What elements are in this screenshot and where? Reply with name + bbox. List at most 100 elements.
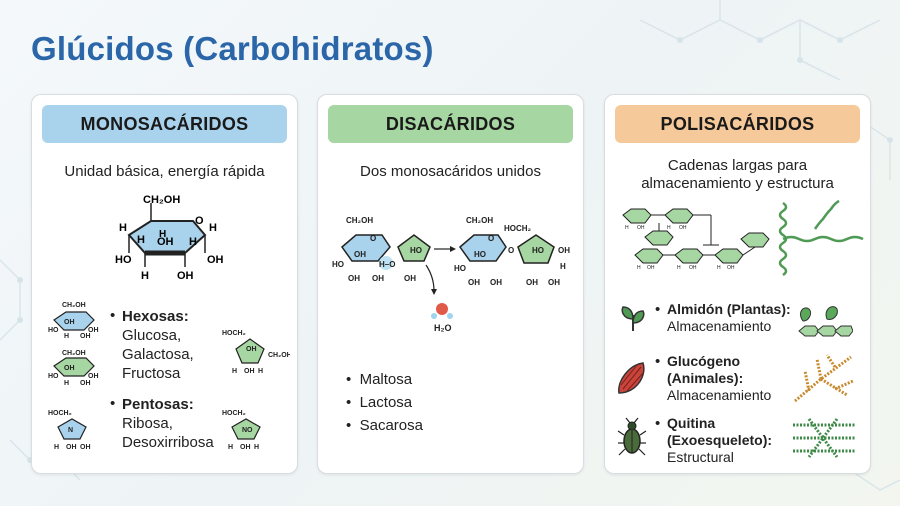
svg-text:CH₂OH: CH₂OH [346, 216, 373, 225]
svg-text:H: H [64, 380, 69, 387]
svg-text:CH₂OH: CH₂OH [62, 350, 86, 357]
svg-text:OH: OH [88, 327, 99, 334]
svg-text:OH: OH [637, 225, 645, 231]
svg-text:OH: OH [80, 380, 91, 387]
svg-text:H: H [119, 222, 127, 234]
svg-text:HOCH₂: HOCH₂ [222, 410, 246, 417]
glucogeno-item: Glucógeno (Animales): Almacenamiento [667, 353, 771, 404]
svg-text:OH: OH [354, 250, 366, 259]
svg-text:NO: NO [242, 427, 253, 434]
svg-text:H: H [228, 444, 233, 451]
list-item: • Lactosa [346, 394, 413, 411]
svg-text:H: H [209, 222, 217, 234]
monosacaridos-description: Unidad básica, energía rápida [64, 163, 265, 180]
list-item: • Sacarosa [346, 417, 423, 434]
svg-text:H: H [189, 236, 197, 248]
svg-text:OH: OH [88, 373, 99, 380]
svg-text:OH: OH [548, 278, 560, 287]
almidon-item: Almidón (Plantas): Almacenamiento [667, 301, 791, 335]
svg-text:O: O [508, 246, 514, 255]
polisacaridos-card: POLISACÁRIDOS Cadenas largas para almace… [604, 94, 871, 474]
svg-text:H: H [637, 265, 641, 271]
monosacaridos-card: MONOSACÁRIDOS Unidad básica, energía ráp… [31, 94, 298, 474]
svg-text:HO: HO [332, 260, 344, 269]
svg-text:HO: HO [532, 246, 544, 255]
svg-text:OH: OH [526, 278, 538, 287]
water-label: H₂O [434, 323, 452, 333]
chitin-fiber-icon [793, 418, 855, 458]
svg-text:OH: OH [66, 444, 77, 451]
polisacaridos-description: Cadenas largas para almacenamiento y est… [641, 157, 834, 192]
svg-text:HOCH₂: HOCH₂ [48, 410, 72, 417]
polisacaridos-header: POLISACÁRIDOS [615, 105, 860, 143]
quitina-title: Quitina [667, 415, 716, 431]
svg-text:H: H [717, 265, 721, 271]
list-item: Galactosa, [122, 346, 194, 363]
ring-oxygen-label: O [195, 215, 204, 227]
disacaridos-description: Dos monosacáridos unidos [360, 163, 541, 180]
glycogen-branch-icon [794, 354, 854, 403]
svg-text:OH: OH [64, 319, 75, 326]
svg-text:HO: HO [474, 250, 486, 259]
muscle-icon [618, 362, 645, 394]
svg-text:OH: OH [468, 278, 480, 287]
pentosas-list: Pentosas: Ribosa, Desoxirribosa [122, 395, 214, 452]
svg-text:OH: OH [558, 246, 570, 255]
svg-text:H: H [254, 444, 259, 451]
almidon-subtitle: Almacenamiento [667, 318, 772, 334]
monosacaridos-header: MONOSACÁRIDOS [42, 105, 287, 143]
pentosas-label: Pentosas: [122, 396, 194, 413]
disacaridos-header: DISACÁRIDOS [328, 105, 573, 143]
svg-text:OH: OH [80, 333, 91, 340]
svg-text:H: H [677, 265, 681, 271]
quitina-subtitle: Estructural [667, 449, 734, 465]
disacaridos-card: DISACÁRIDOS Dos monosacáridos unidos CH₂… [317, 94, 584, 474]
svg-text:HOCH₂: HOCH₂ [222, 330, 246, 337]
svg-text:OH: OH [490, 278, 502, 287]
starch-granule-icon [798, 306, 853, 337]
svg-text:OH: OH [157, 236, 174, 248]
quitina-item: Quitina (Exoesqueleto): Estructural [667, 415, 772, 466]
quitina-title2: (Exoesqueleto): [667, 432, 773, 448]
svg-text:H: H [560, 262, 566, 271]
disacaridos-list: • Maltosa • Lactosa • Sacarosa [346, 368, 423, 437]
plant-icon [621, 306, 645, 331]
svg-text:OH: OH [689, 265, 697, 271]
svg-text:OH: OH [80, 444, 91, 451]
svg-text:OH: OH [647, 265, 655, 271]
svg-text:H: H [625, 225, 629, 231]
glucose-structure-diagram: CH₂OH O H H H OH H H HO OH H OH [115, 195, 224, 282]
svg-text:OH: OH [64, 365, 75, 372]
svg-text:OH: OH [727, 265, 735, 271]
svg-text:OH: OH [246, 346, 257, 353]
svg-text:OH: OH [244, 368, 255, 375]
svg-text:OH: OH [348, 274, 360, 283]
almidon-title: Almidón (Plantas): [667, 301, 791, 317]
list-item: • Maltosa [346, 371, 413, 388]
h-o-bond-label: H–O [379, 260, 395, 269]
list-item: Ribosa, [122, 415, 173, 432]
list-item: Desoxirribosa [122, 434, 214, 451]
svg-text:N: N [68, 427, 73, 434]
glucogeno-title: Glucógeno [667, 353, 741, 369]
hexosas-label: Hexosas: [122, 308, 189, 325]
ch2oh-label: CH₂OH [143, 195, 180, 206]
page-title: Glúcidos (Carbohidratos) [31, 30, 434, 67]
svg-text:OH: OH [240, 444, 251, 451]
svg-text:O: O [488, 234, 494, 243]
glucogeno-title2: (Animales): [667, 370, 744, 386]
list-item: Glucosa, [122, 327, 182, 344]
svg-text:H: H [232, 368, 237, 375]
svg-text:CH₂OH: CH₂OH [62, 302, 86, 309]
glucogeno-subtitle: Almacenamiento [667, 387, 772, 403]
svg-text:HO: HO [454, 264, 466, 273]
svg-text:HO: HO [115, 254, 132, 266]
svg-text:HO: HO [48, 327, 59, 334]
svg-text:HO: HO [410, 246, 422, 255]
hexosas-list: Hexosas: Glucosa, Galactosa, Fructosa [122, 307, 194, 383]
svg-text:H: H [54, 444, 59, 451]
